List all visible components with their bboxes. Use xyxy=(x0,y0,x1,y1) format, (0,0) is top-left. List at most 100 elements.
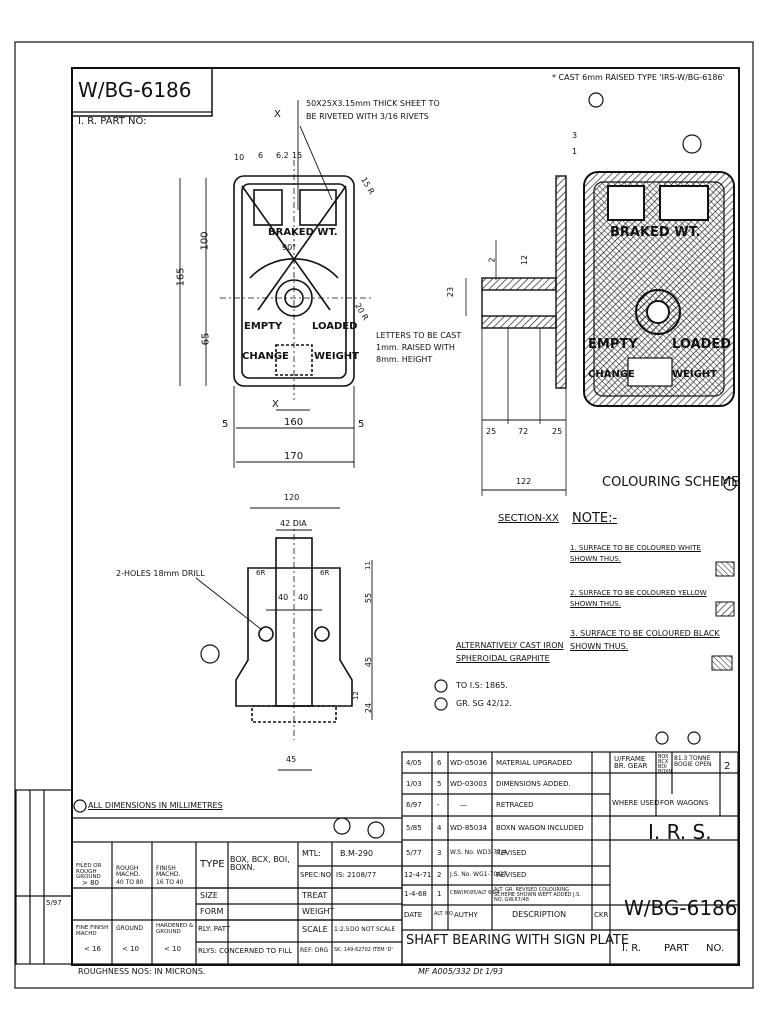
where-used-value: FOR WAGONS xyxy=(660,799,709,807)
dim-160: 160 xyxy=(284,417,304,428)
where-used-label: WHERE USED xyxy=(612,799,660,807)
title-block-grid xyxy=(15,751,739,965)
plate-loaded: LOADED xyxy=(312,321,358,332)
dim-62: 6.2 xyxy=(276,151,289,160)
front-view xyxy=(220,160,372,400)
inner-frame xyxy=(71,67,740,966)
cast-note: * CAST 6mm RAISED TYPE 'IRS-W/BG-6186' xyxy=(552,73,725,82)
note-2: 2. SURFACE TO BE COLOURED YELLOW SHOWN T… xyxy=(570,589,707,609)
front-dims xyxy=(179,100,355,468)
rev-date-6: 1-4-68 xyxy=(404,890,427,898)
rev-hdr-desc: DESCRIPTION xyxy=(512,910,567,919)
uframe: U/FRAME BR. GEAR xyxy=(614,755,648,770)
note-1: 1. SURFACE TO BE COLOURED WHITE SHOWN TH… xyxy=(570,544,701,564)
section-view xyxy=(465,175,567,496)
rev-hdr-authy: AUTHY xyxy=(454,911,478,919)
dim-24: 24 xyxy=(364,702,374,714)
dim-6: 6 xyxy=(258,151,264,160)
dim-165: 165 xyxy=(175,267,187,287)
dim-45-horiz: 45 xyxy=(286,755,297,764)
rev-hdr-ckr: CKR xyxy=(594,911,609,919)
alt-2: GR. SG 42/12. xyxy=(456,699,512,708)
rev-no-6: 1 xyxy=(437,890,442,898)
plate-angle: 90° xyxy=(282,243,297,252)
rly-label: RLY: PATT xyxy=(198,925,231,933)
dim-55: 55 xyxy=(364,592,374,604)
rev-ref-5: J.S. No. WG1-70/27 xyxy=(450,871,508,878)
dim-65: 65 xyxy=(200,332,212,346)
dim-40b: 40 xyxy=(298,593,309,602)
irs: I. R. S. xyxy=(648,820,712,844)
colour-braked: BRAKED WT. xyxy=(610,225,701,240)
no-label: NO. xyxy=(706,943,725,954)
dim-170: 170 xyxy=(284,451,304,462)
dim-10: 10 xyxy=(234,153,245,162)
box-list: BOX BCX BOI BOXN xyxy=(658,754,673,775)
alt-1: TO I.S: 1865. xyxy=(456,681,508,690)
dim-100: 100 xyxy=(199,231,211,251)
dim-25a: 25 xyxy=(486,427,497,436)
colour-change: CHANGE xyxy=(588,369,635,380)
finish-machd: FINISH MACHD. xyxy=(156,865,181,878)
dim-122: 122 xyxy=(516,477,532,486)
ir-footer: I. R. xyxy=(622,943,642,954)
note-heading: NOTE:- xyxy=(572,511,618,526)
spec-value: IS: 2108/77 xyxy=(336,871,377,879)
dim-42dia: 42 DIA xyxy=(280,519,307,528)
colour-weight: WEIGHT xyxy=(672,369,717,380)
section-label: SECTION-XX xyxy=(498,513,559,524)
rev-no-3: 4 xyxy=(437,824,442,832)
dim-1: 1 xyxy=(572,147,578,156)
dim-120: 120 xyxy=(284,493,300,502)
plate-empty: EMPTY xyxy=(244,321,283,332)
finish-rough-val: 40 TO 80 xyxy=(116,879,144,886)
rev-no-1: 5 xyxy=(437,780,442,788)
finish-rough: ROUGH MACHD. xyxy=(116,865,141,878)
dim-12b: 12 xyxy=(351,691,360,700)
spec-label: SPEC:NO xyxy=(300,871,332,879)
rev-date-3: 5/85 xyxy=(406,824,422,832)
rev-no-0: 6 xyxy=(437,759,442,767)
dim-12: 12 xyxy=(520,254,530,266)
scale-note: DO NOT SCALE xyxy=(350,926,396,933)
r6a: 6R xyxy=(256,569,266,577)
type-value: BOX, BCX, BOI, BOXN. xyxy=(230,855,290,872)
size-label: SIZE xyxy=(200,891,218,900)
rev-ref-3: WD-85034 xyxy=(450,824,488,832)
all-dims: ALL DIMENSIONS IN MILLIMETRES xyxy=(88,801,223,810)
dim-11: 11 xyxy=(363,561,372,570)
bracket-dims xyxy=(195,507,373,771)
finish-ground: GROUND xyxy=(116,925,144,932)
scale-label: SCALE xyxy=(302,925,328,934)
rlys-concerned: RLYS: CONCERNED TO FILL xyxy=(198,947,293,955)
bracket-view xyxy=(235,520,353,740)
colour-empty: EMPTY xyxy=(588,337,638,352)
rev-desc-6: ALT. GR. REVISED COLOURING SCHEME SHOWN … xyxy=(494,887,581,903)
dim-23: 23 xyxy=(446,286,456,298)
finish-ground-val: < 10 xyxy=(122,945,139,953)
outer-frame xyxy=(14,41,754,989)
dim-2: 2 xyxy=(487,257,497,263)
rev-no-2: - xyxy=(437,801,440,809)
scale-value: 1:2.5 xyxy=(334,926,350,933)
plate-change: CHANGE xyxy=(242,351,289,362)
rev-ref-6: CBW(M)95/ALT 68/4 xyxy=(450,890,500,896)
dim-5a: 5 xyxy=(222,419,229,430)
x-upper: X xyxy=(274,109,281,120)
drawing-no-main: W/BG-6186 xyxy=(624,896,738,920)
finish-filed: FILED OR ROUGH GROUND xyxy=(76,863,102,880)
rev-desc-3: BOXN WAGON INCLUDED xyxy=(496,824,584,832)
weight-label: WEIGHT xyxy=(302,907,335,916)
r6b: 6R xyxy=(320,569,330,577)
rev-desc-1: DIMENSIONS ADDED. xyxy=(496,780,571,788)
dim-3: 3 xyxy=(572,131,578,140)
dim-15: 15 xyxy=(292,151,303,160)
form-label: FORM xyxy=(200,907,224,916)
tonne: 81.3 TONNE BOGIE OPEN xyxy=(674,755,712,768)
rev-ref-1: WD-03003 xyxy=(450,780,488,788)
holes-note: 2-HOLES 18mm DRILL xyxy=(116,569,205,578)
side-cast: 5/97 xyxy=(46,899,62,907)
rev-date-2: 6/97 xyxy=(406,801,422,809)
plate-braked: BRAKED WT. xyxy=(268,227,338,238)
